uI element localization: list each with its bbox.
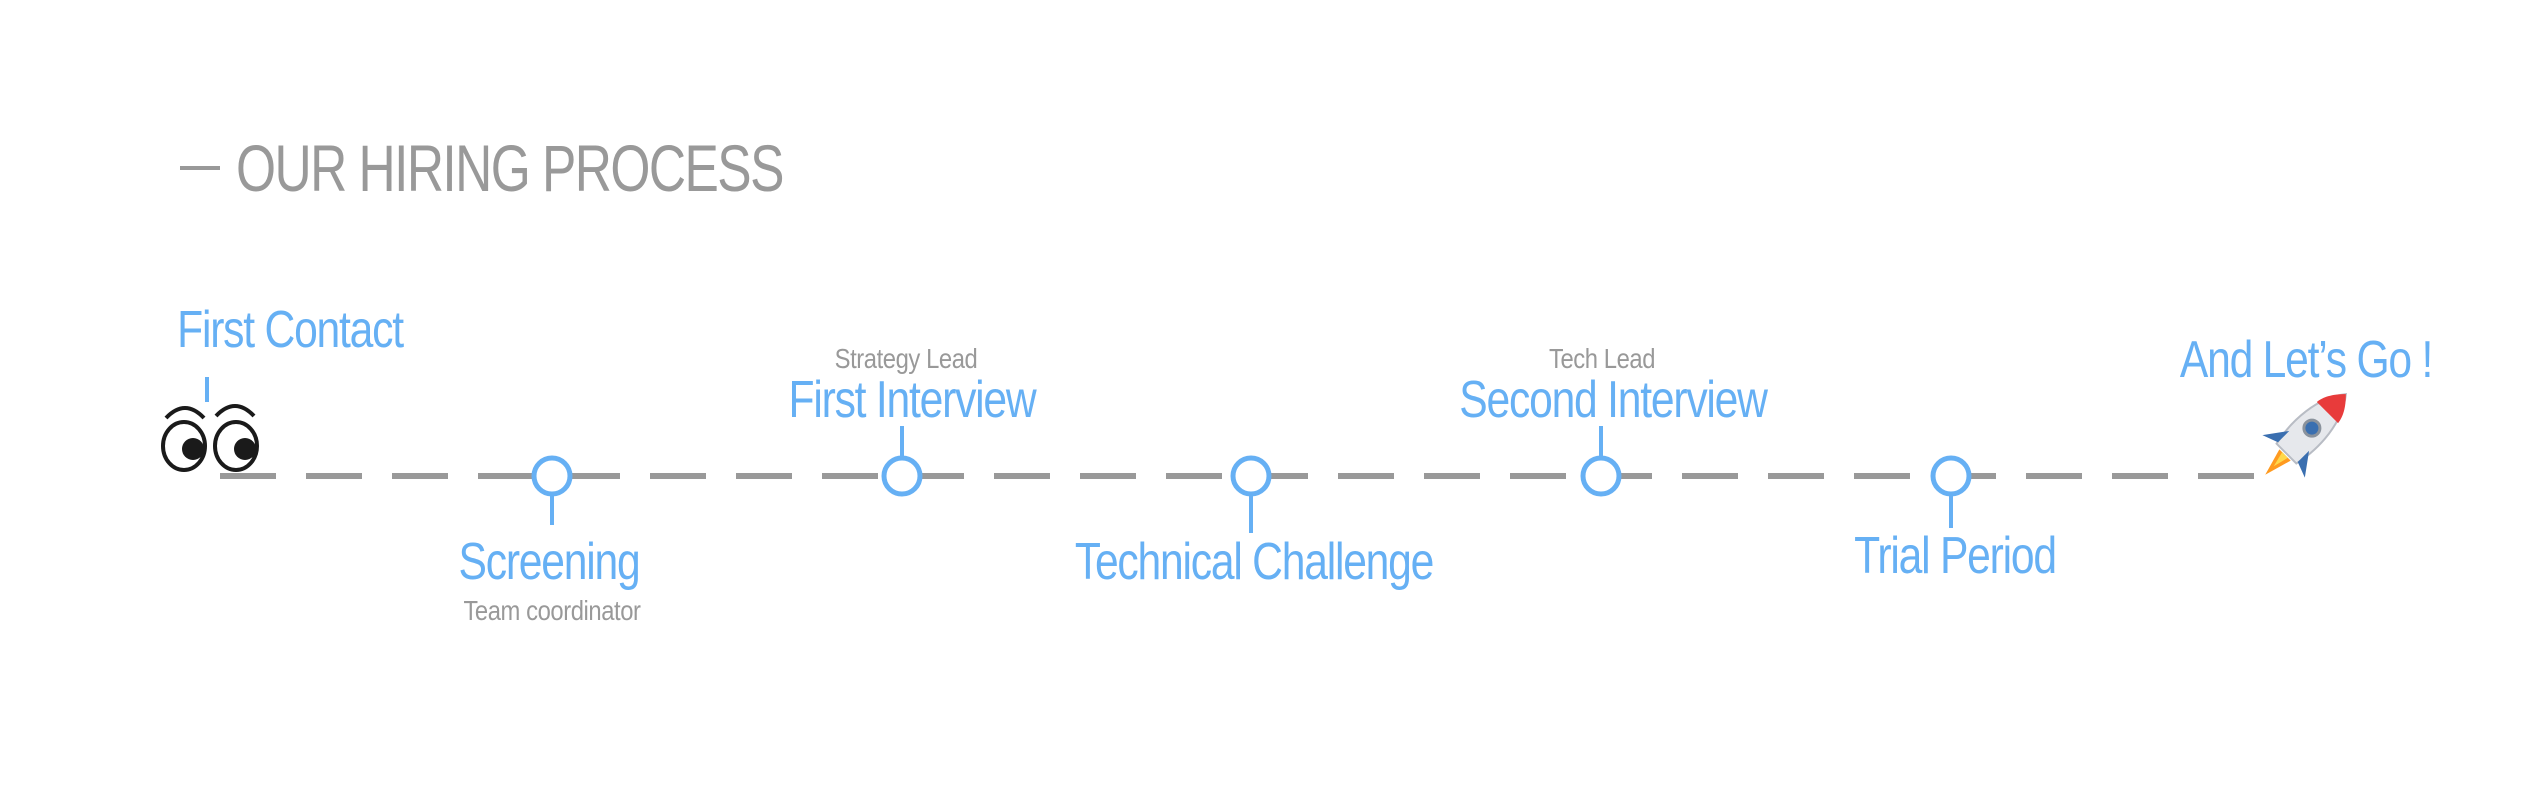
eyes-icon [161,404,259,472]
step-label-first-contact: First Contact [177,301,404,359]
step-node-trial-period [1930,455,1972,528]
step-label-second-interview: Second Interview [1459,371,1768,429]
page-title: OUR HIRING PROCESS [236,131,784,205]
rocket-icon [2262,393,2347,478]
step-node-screening [531,455,573,525]
heading-dash [180,166,220,170]
step-node-technical-challenge [1230,455,1272,533]
step-label-first-interview: First Interview [788,371,1037,429]
step-label-technical-challenge: Technical Challenge [1074,533,1435,591]
step-label-screening: Screening [458,533,641,591]
step-role-first-interview: Strategy Lead [834,343,978,374]
step-label-trial-period: Trial Period [1854,527,2057,585]
step-role-screening: Team coordinator [463,595,641,626]
section-heading: OUR HIRING PROCESS [180,128,937,208]
step-label-final: And Let’s Go ! [2179,331,2433,389]
step-node-first-interview [881,426,923,497]
step-role-second-interview: Tech Lead [1548,343,1656,374]
step-node-second-interview [1580,426,1622,497]
